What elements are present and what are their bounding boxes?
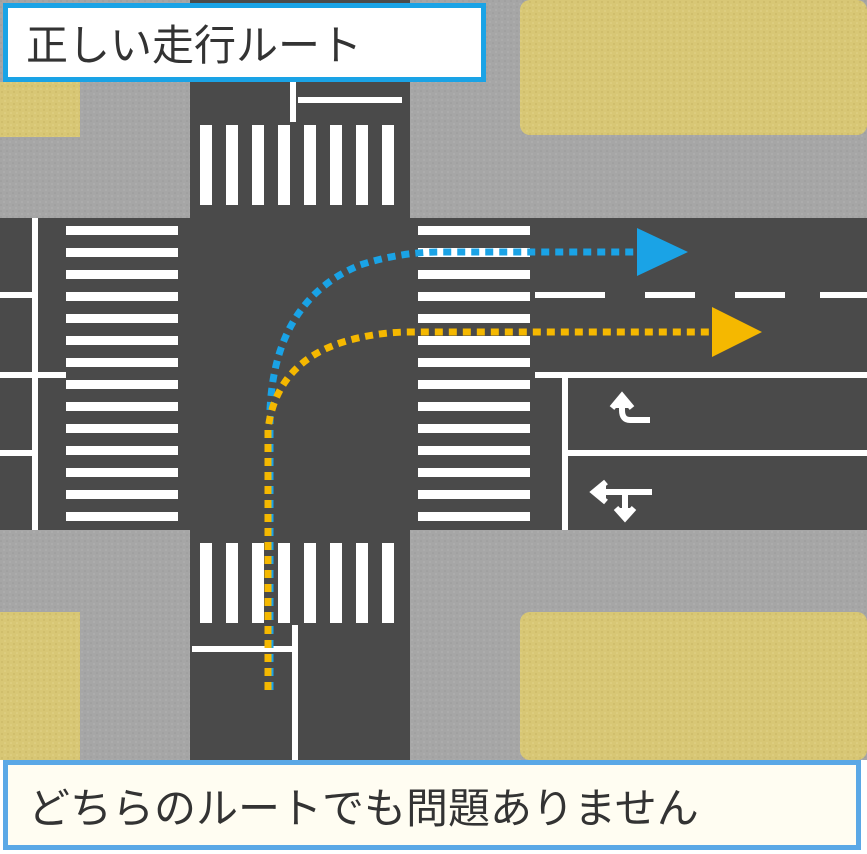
grass-bottom-left bbox=[0, 612, 80, 760]
top-center-line bbox=[290, 82, 296, 122]
route-yellow-arrowhead bbox=[712, 307, 762, 357]
grass-top-right bbox=[520, 0, 867, 135]
grass-bottom-right bbox=[520, 612, 867, 760]
crosswalk-top bbox=[200, 125, 394, 205]
note-text: どちらのルートでも問題ありません bbox=[28, 783, 699, 833]
bottom-center-line bbox=[292, 625, 298, 760]
route-blue-arrowhead bbox=[637, 228, 688, 276]
turn-arrow-icon bbox=[609, 391, 650, 423]
right-road-lines bbox=[535, 292, 867, 530]
left-road-lines bbox=[0, 218, 66, 530]
title-text: 正しい走行ルート bbox=[26, 21, 363, 70]
turn-straight-arrow-icon bbox=[589, 479, 652, 523]
crosswalk-left bbox=[66, 226, 178, 521]
title-label: 正しい走行ルート bbox=[3, 3, 486, 82]
bottom-stop-line bbox=[192, 646, 296, 652]
crosswalk-bottom bbox=[200, 543, 394, 623]
route-blue bbox=[266, 248, 640, 690]
grass-top-left bbox=[0, 82, 80, 137]
top-stop-line bbox=[298, 97, 402, 103]
route-yellow bbox=[264, 328, 715, 690]
note-label: どちらのルートでも問題ありません bbox=[3, 760, 861, 850]
